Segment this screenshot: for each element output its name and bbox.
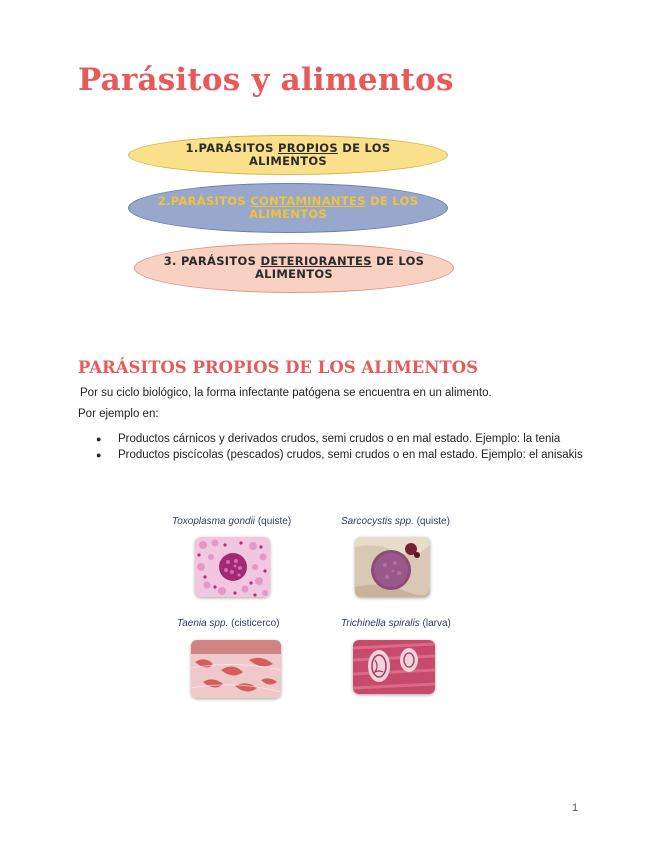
toxoplasma-micrograph xyxy=(195,537,270,597)
figure-species: Toxoplasma gondii xyxy=(172,516,256,527)
bullet-icon: ● xyxy=(96,450,102,460)
figure-stage: (cisticerco) xyxy=(231,618,280,629)
figure-label-toxoplasma: Toxoplasma gondii (quiste) xyxy=(172,516,291,527)
example-list: ● Productos cárnicos y derivados crudos,… xyxy=(96,431,583,463)
diagram-item-prefix: 2.PARÁSITOS xyxy=(157,194,251,208)
section-heading: PARÁSITOS PROPIOS DE LOS ALIMENTOS xyxy=(78,358,478,377)
list-item-text: Productos piscícolas (pescados) crudos, … xyxy=(118,449,583,461)
diagram-item-keyword: DETERIORANTES xyxy=(260,254,372,268)
figure-label-trichinella: Trichinella spiralis (larva) xyxy=(341,618,451,629)
figure-stage: (quiste) xyxy=(416,516,450,527)
figure-label-taenia: Taenia spp. (cisticerco) xyxy=(177,618,279,629)
diagram-item-keyword: PROPIOS xyxy=(278,141,338,155)
bullet-icon: ● xyxy=(96,434,102,444)
figure-species: Sarcocystis spp. xyxy=(341,516,414,527)
section-intro: Por su ciclo biológico, la forma infecta… xyxy=(80,387,492,399)
diagram-item-suffix: DE LOS ALIMENTOS xyxy=(254,254,425,281)
diagram-item-keyword: CONTAMINANTES xyxy=(250,194,366,208)
diagram-item-suffix: DE LOS ALIMENTOS xyxy=(248,141,391,168)
figure-stage: (larva) xyxy=(422,618,451,629)
example-lead: Por ejemplo en: xyxy=(78,408,159,420)
sarcocystis-micrograph xyxy=(355,537,430,597)
diagram-item-prefix: 1.PARÁSITOS xyxy=(185,141,279,155)
list-item: ● Productos cárnicos y derivados crudos,… xyxy=(96,431,583,447)
diagram-item-deteriorantes: 3. PARÁSITOS DETERIORANTES DE LOS ALIMEN… xyxy=(134,243,454,293)
diagram-item-prefix: 3. PARÁSITOS xyxy=(163,254,261,268)
page-number: 1 xyxy=(572,802,579,814)
figure-label-sarcocystis: Sarcocystis spp. (quiste) xyxy=(341,516,450,527)
diagram-item-propios: 1.PARÁSITOS PROPIOS DE LOS ALIMENTOS xyxy=(128,135,448,175)
taenia-micrograph xyxy=(191,640,281,698)
list-item: ● Productos piscícolas (pescados) crudos… xyxy=(96,447,583,463)
list-item-text: Productos cárnicos y derivados crudos, s… xyxy=(118,433,561,445)
figure-species: Taenia spp. xyxy=(177,618,229,629)
figure-stage: (quiste) xyxy=(257,516,292,527)
diagram-item-contaminantes: 2.PARÁSITOS CONTAMINANTES DE LOS ALIMENT… xyxy=(128,183,448,233)
page-title: Parásitos y alimentos xyxy=(78,62,454,98)
figure-species: Trichinella spiralis xyxy=(341,618,420,629)
trichinella-micrograph xyxy=(353,640,435,694)
diagram-item-suffix: DE LOS ALIMENTOS xyxy=(248,194,419,221)
